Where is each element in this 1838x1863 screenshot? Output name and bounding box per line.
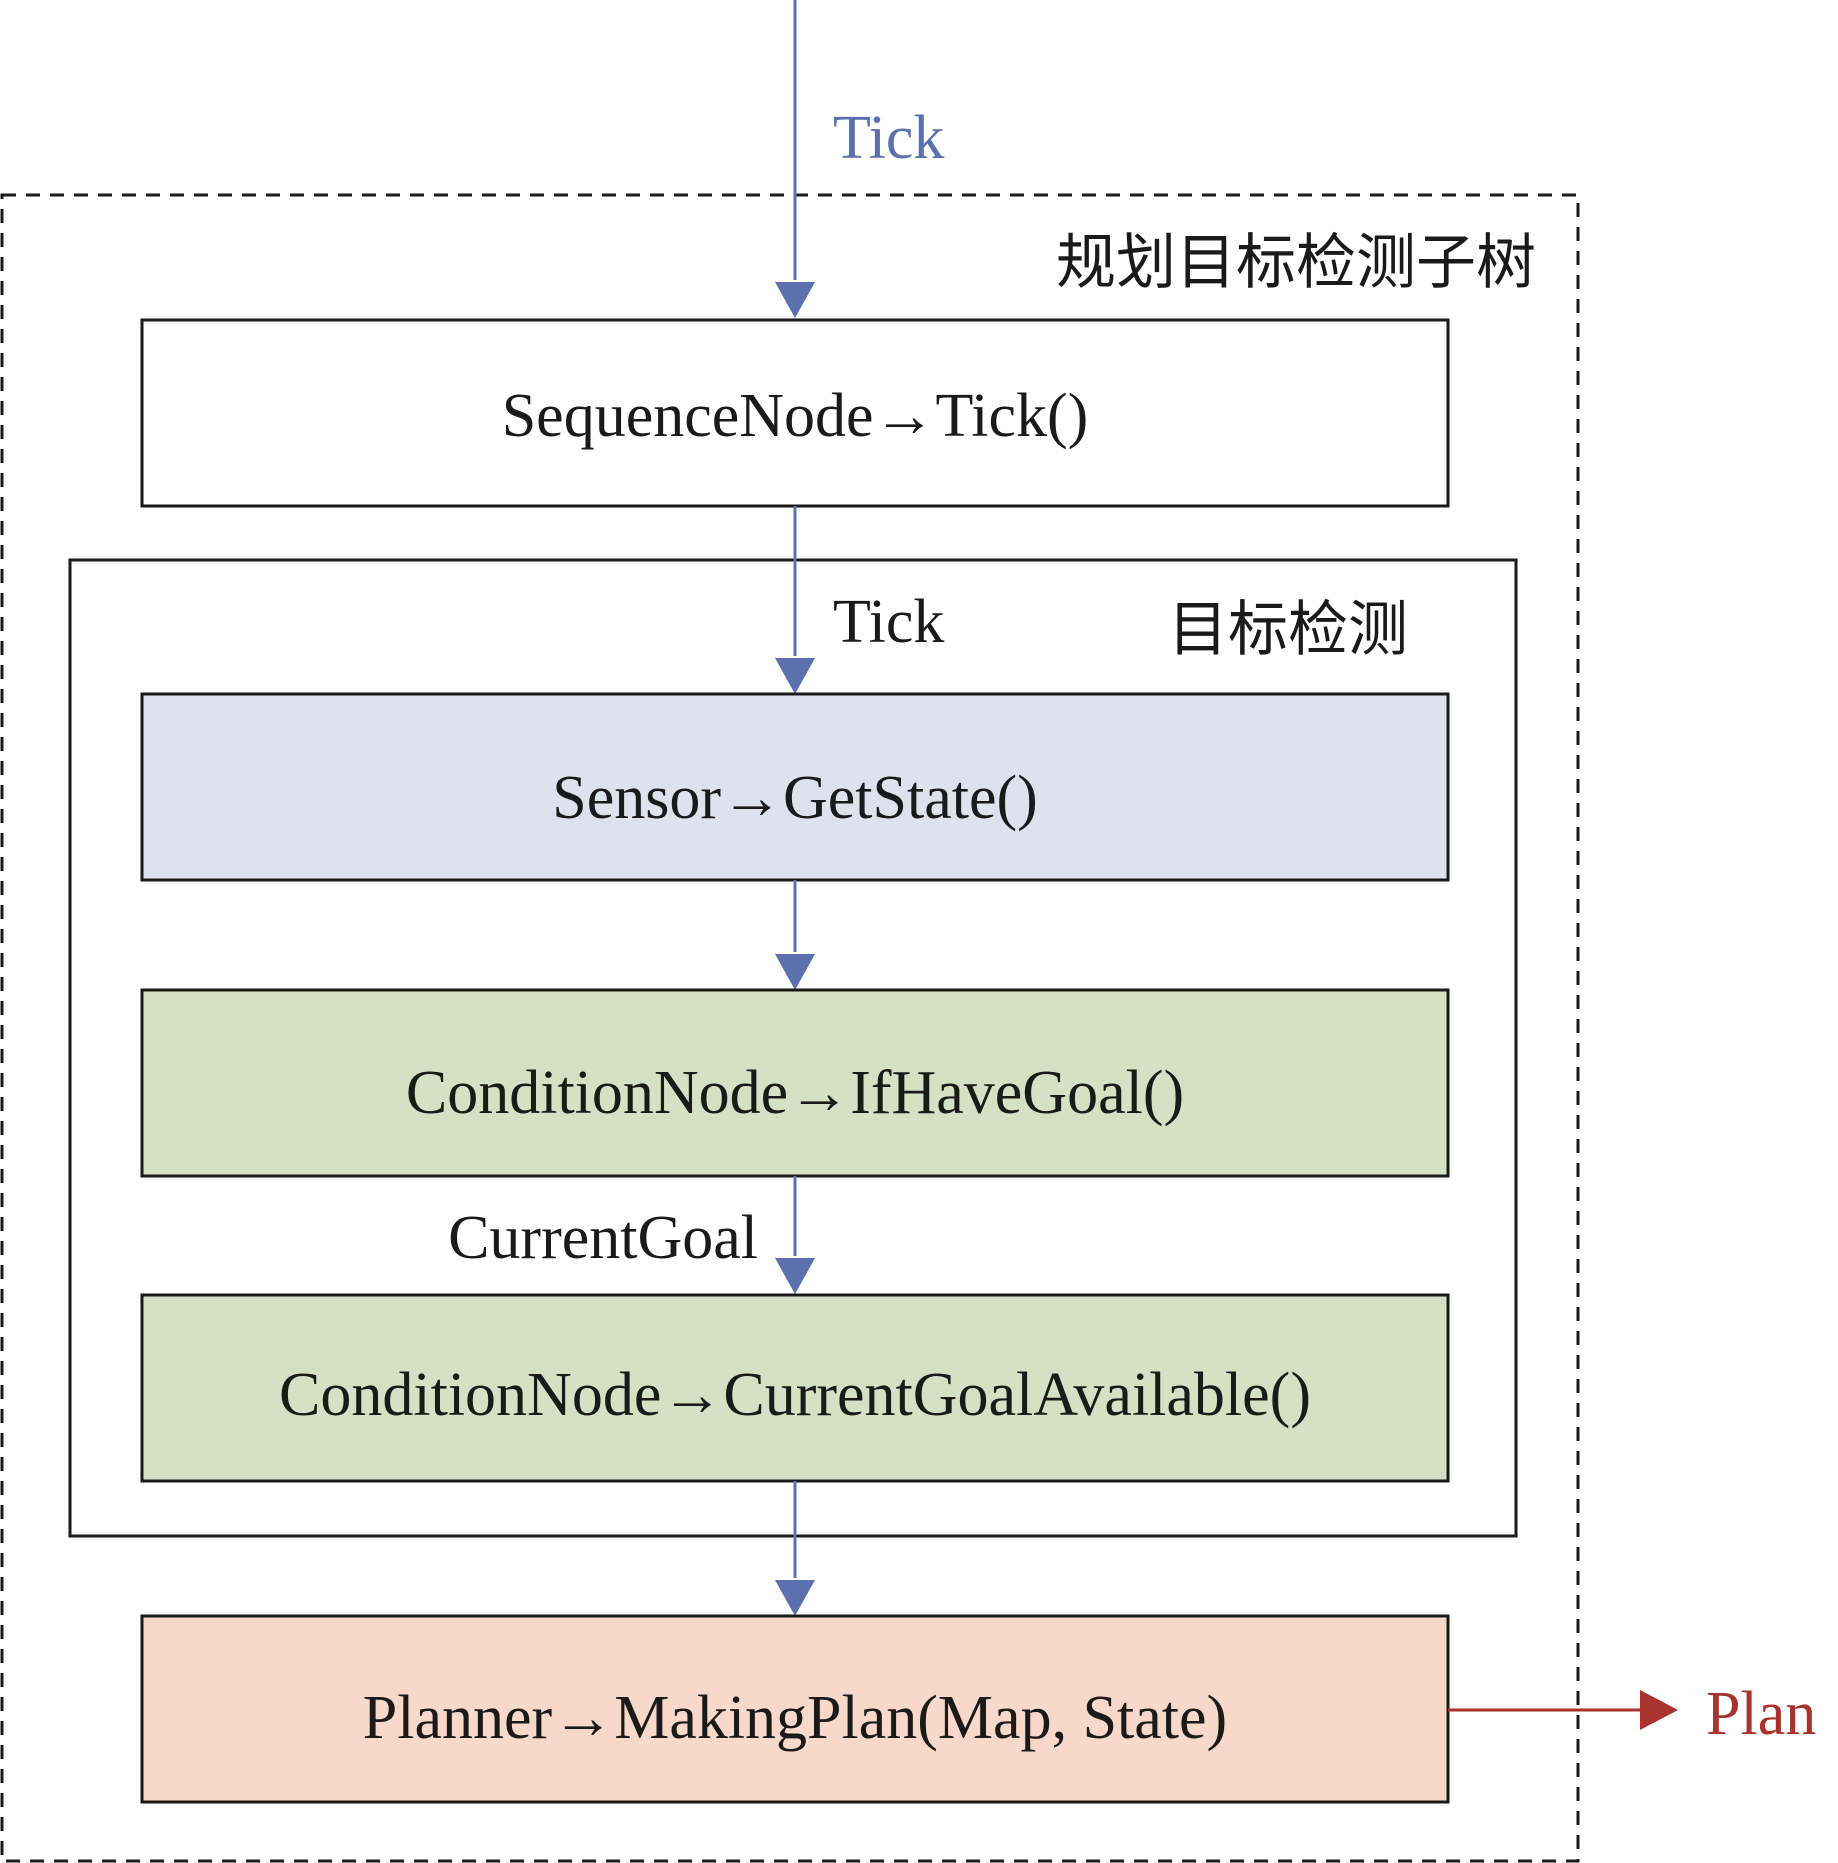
tick-in-arrowhead bbox=[775, 282, 815, 318]
if-have-goal-node-box bbox=[140, 988, 1450, 1178]
tick-inner-arrowhead bbox=[775, 658, 815, 694]
goal-to-planner-arrowhead bbox=[775, 1580, 815, 1616]
plan-out-label: Plan bbox=[1706, 1680, 1816, 1748]
sensor-to-condition-arrowhead bbox=[775, 954, 815, 990]
current-goal-label: CurrentGoal bbox=[448, 1204, 758, 1272]
sequence-node-box bbox=[140, 318, 1450, 508]
planner-node-label: Planner→MakingPlan(Map, State) bbox=[363, 1684, 1227, 1752]
tick-inner-label: Tick bbox=[833, 588, 944, 656]
if-have-goal-node-label: ConditionNode→IfHaveGoal() bbox=[406, 1059, 1184, 1127]
plan-out-arrowhead bbox=[1640, 1690, 1678, 1730]
current-goal-arrowhead bbox=[775, 1258, 815, 1294]
goal-available-node-label: ConditionNode→CurrentGoalAvailable() bbox=[279, 1361, 1311, 1429]
sequence-node-label: SequenceNode→Tick() bbox=[502, 382, 1089, 450]
planner-node-box bbox=[140, 1614, 1450, 1804]
detection-group-frame bbox=[68, 558, 1518, 1538]
tick-in-label: Tick bbox=[833, 104, 944, 172]
detection-group-title: 目标检测 bbox=[1168, 595, 1408, 665]
sensor-node-label: Sensor→GetState() bbox=[552, 764, 1038, 832]
goal-available-node-box bbox=[140, 1293, 1450, 1483]
subtree-frame bbox=[0, 193, 1580, 1863]
subtree-title: 规划目标检测子树 bbox=[1056, 228, 1536, 298]
